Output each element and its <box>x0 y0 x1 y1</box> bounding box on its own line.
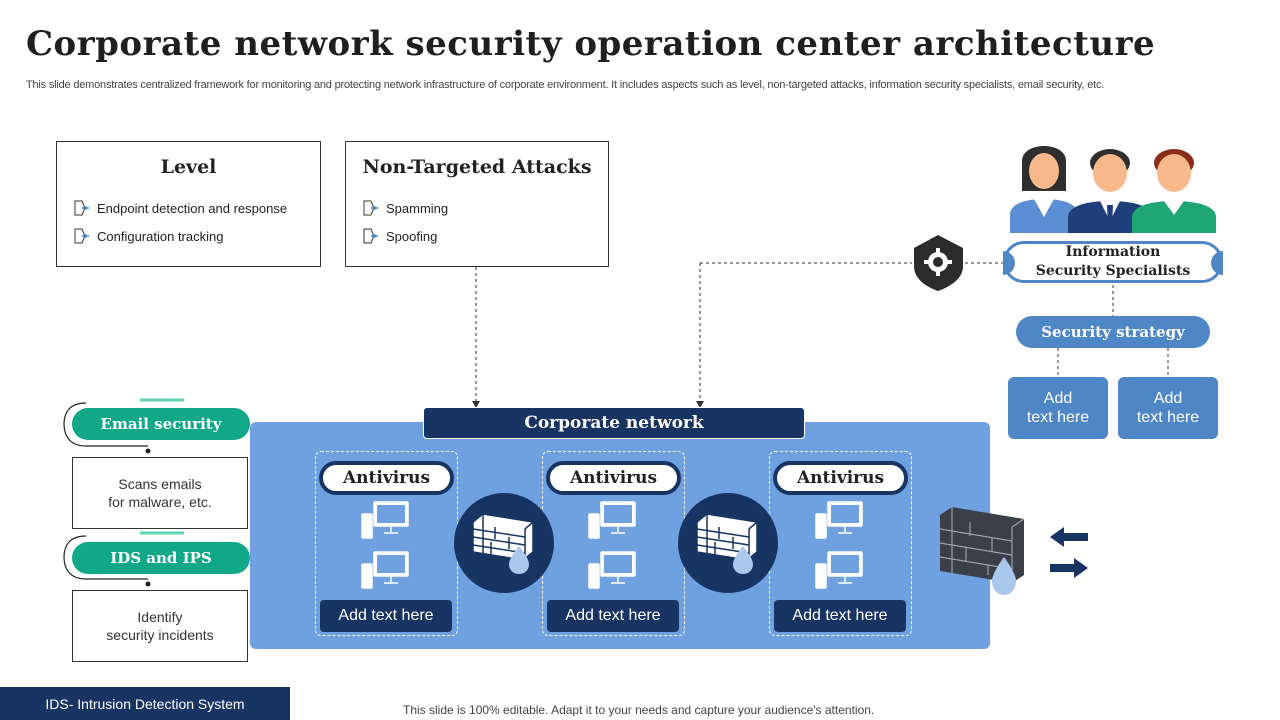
attacks-box: Non-Targeted Attacks Spamming Spoofing <box>345 141 609 267</box>
ids-desc-line1: Identify <box>137 609 183 625</box>
computer-icon <box>588 501 636 589</box>
list-item: Endpoint detection and response <box>73 199 287 217</box>
ids-legend: IDS- Intrusion Detection System <box>0 687 290 720</box>
arrow-right-icon <box>1050 558 1088 578</box>
email-desc-line1: Scans emails <box>118 476 202 492</box>
list-item: Configuration tracking <box>73 227 223 245</box>
level-box: Level Endpoint detection and response Co… <box>56 141 321 267</box>
page-title: Corporate network security operation cen… <box>26 24 1156 64</box>
email-desc-line2: for malware, etc. <box>108 494 212 510</box>
document-bullet-icon <box>363 200 378 216</box>
specialists-line1: Information <box>1065 244 1161 260</box>
computer-icon <box>361 501 409 589</box>
firewall-icon <box>939 507 1025 595</box>
gear-shield-icon <box>914 235 963 291</box>
level-title: Level <box>160 156 217 178</box>
add-text-line1: Add <box>1043 390 1073 407</box>
ids-ips-desc: Identify security incidents <box>72 590 248 662</box>
attacks-item-label: Spamming <box>386 200 449 216</box>
document-bullet-icon <box>363 228 378 244</box>
specialists-label: Information Security Specialists <box>1003 241 1223 283</box>
add-text-box: Add text here <box>1008 377 1108 439</box>
add-text-box: Add text here <box>1118 377 1218 439</box>
level-item-label: Endpoint detection and response <box>97 200 288 216</box>
segment-text: Add text here <box>774 600 906 632</box>
arrow-left-icon <box>1050 527 1088 547</box>
add-text-line2: text here <box>1136 409 1200 426</box>
people-icon <box>1010 146 1216 233</box>
computer-icon <box>815 501 863 589</box>
ids-ips-pill: IDS and IPS <box>72 542 250 574</box>
email-security-pill: Email security <box>72 408 250 440</box>
firewall-icon <box>454 493 554 593</box>
segment-text: Add text here <box>547 600 679 632</box>
attacks-title: Non-Targeted Attacks <box>362 156 592 178</box>
pill-cap-left <box>1003 251 1015 275</box>
ids-pill-frame <box>63 531 184 587</box>
segment-text: Add text here <box>320 600 452 632</box>
antivirus-pill: Antivirus <box>546 461 681 495</box>
add-text-line1: Add <box>1153 390 1183 407</box>
list-item: Spoofing <box>362 227 437 245</box>
corporate-network-label: Corporate network <box>423 407 805 439</box>
pill-cap-right <box>1211 251 1223 275</box>
antivirus-pill: Antivirus <box>773 461 908 495</box>
page-subtitle: This slide demonstrates centralized fram… <box>26 79 1105 91</box>
add-text-line2: text here <box>1026 409 1090 426</box>
specialists-line2: Security Specialists <box>1035 263 1191 279</box>
document-bullet-icon <box>74 200 89 216</box>
email-pill-frame <box>63 398 184 454</box>
list-item: Spamming <box>362 199 448 217</box>
document-bullet-icon <box>74 228 89 244</box>
email-security-desc: Scans emails for malware, etc. <box>72 457 248 529</box>
level-item-label: Configuration tracking <box>97 228 224 244</box>
ids-desc-line2: security incidents <box>106 627 214 643</box>
antivirus-pill: Antivirus <box>319 461 454 495</box>
attacks-item-label: Spoofing <box>386 228 438 244</box>
firewall-icon <box>678 493 778 593</box>
footer-note: This slide is 100% editable. Adapt it to… <box>403 703 875 717</box>
security-strategy-pill: Security strategy <box>1016 316 1210 348</box>
